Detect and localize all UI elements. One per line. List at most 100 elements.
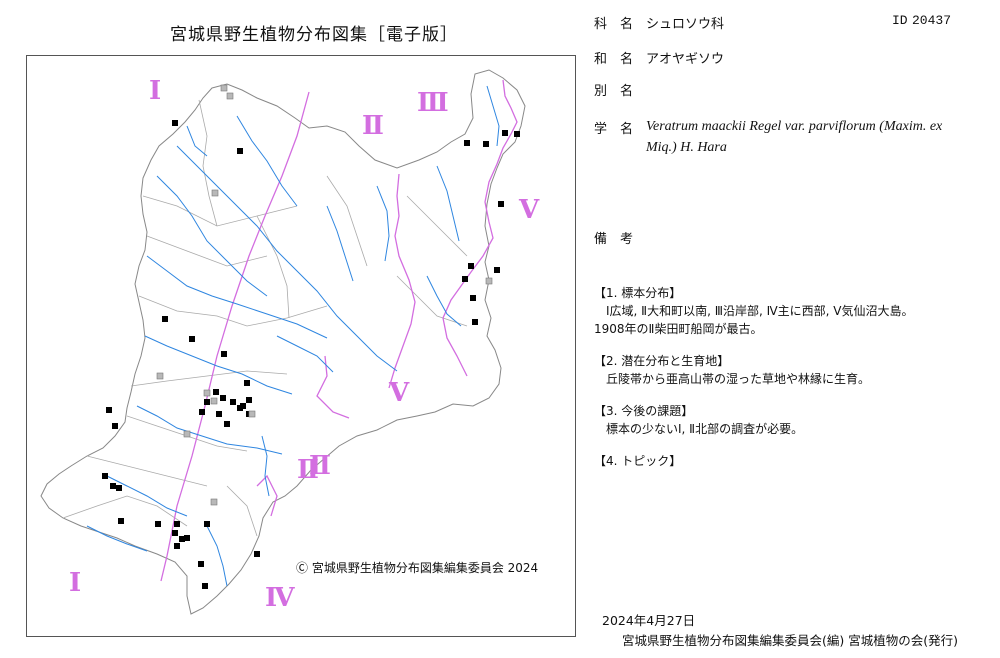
river	[136, 405, 283, 455]
copyright-text: Ⓒ 宮城県野生植物分布図集編集委員会 2024	[296, 561, 539, 575]
river	[206, 525, 228, 587]
remarks-label: 備 考	[594, 232, 634, 247]
prefecture-outline	[40, 69, 526, 615]
specimen-marker	[184, 535, 190, 541]
specimen-marker	[237, 405, 243, 411]
region-label: Ⅴ	[518, 195, 540, 225]
family-value: シュロソウ科	[646, 17, 725, 32]
alias-label: 別 名	[594, 84, 634, 99]
japanese-name-value: アオヤギソウ	[646, 52, 725, 67]
specimen-marker	[172, 530, 178, 536]
gray-marker	[210, 498, 218, 506]
specimen-marker	[237, 148, 243, 154]
specimen-marker	[221, 351, 227, 357]
note-line: 【1. 標本分布】	[594, 286, 682, 300]
specimen-marker	[106, 407, 112, 413]
distribution-map: Ⅰ Ⅱ Ⅲ Ⅱ Ⅴ Ⅴ Ⅱ Ⅰ Ⅳ	[26, 55, 576, 637]
river	[436, 165, 460, 242]
specimen-marker	[202, 583, 208, 589]
river	[486, 85, 500, 147]
note-line: Ⅰ広域, Ⅱ大和町以南, Ⅲ沿岸部, Ⅳ主に西部, Ⅴ気仙沼大島。	[594, 304, 914, 318]
region-label: Ⅱ	[362, 111, 384, 141]
region-label: Ⅱ	[309, 451, 331, 481]
river	[186, 125, 208, 157]
specimen-marker	[172, 120, 178, 126]
specimen-marker	[102, 473, 108, 479]
specimen-marker	[468, 263, 474, 269]
river	[326, 205, 354, 282]
specimen-marker	[204, 521, 210, 527]
specimen-marker	[472, 319, 478, 325]
river	[106, 475, 188, 517]
specimen-marker	[502, 130, 508, 136]
map-svg: Ⅰ Ⅱ Ⅲ Ⅱ Ⅴ Ⅴ Ⅱ Ⅰ Ⅳ	[40, 69, 540, 615]
river	[176, 145, 398, 372]
specimen-marker	[189, 336, 195, 342]
note-line: 【3. 今後の課題】	[594, 404, 694, 418]
river	[146, 255, 328, 339]
specimen-marker	[494, 267, 500, 273]
specimen-marker	[155, 521, 161, 527]
specimen-marker	[116, 485, 122, 491]
footer-publisher: 宮城県野生植物分布図集編集委員会(編) 宮城植物の会(発行)	[622, 633, 958, 648]
specimen-marker	[198, 561, 204, 567]
specimen-marker	[174, 543, 180, 549]
gray-marker	[248, 410, 256, 418]
region-label: Ⅰ	[149, 76, 161, 106]
river	[261, 435, 270, 497]
note-gap	[594, 438, 914, 452]
gray-marker	[485, 277, 493, 285]
gray-marker	[220, 84, 228, 92]
specimen-marker	[179, 536, 185, 542]
region-label: Ⅰ	[69, 568, 81, 598]
gray-marker	[210, 397, 218, 405]
specimen-marker	[514, 131, 520, 137]
gray-marker	[156, 372, 164, 380]
note-line: 【2. 潜在分布と生育地】	[594, 354, 730, 368]
id-value: 20437	[912, 13, 952, 28]
note-line: 1908年のⅡ柴田町船岡が最古。	[594, 322, 763, 336]
id-label: ID	[892, 13, 908, 28]
specimen-marker	[112, 423, 118, 429]
gray-marker	[183, 430, 191, 438]
municipal-boundaries	[62, 99, 468, 537]
river	[276, 335, 334, 373]
river	[156, 175, 268, 297]
specimen-marker	[246, 397, 252, 403]
gray-marker	[226, 92, 234, 100]
specimen-marker	[162, 316, 168, 322]
region-label: Ⅱ	[297, 455, 319, 485]
region-label: Ⅲ	[417, 88, 449, 118]
gray-marker	[211, 189, 219, 197]
note-line: 標本の少ないⅠ, Ⅱ北部の調査が必要。	[594, 422, 804, 436]
page-title: 宮城県野生植物分布図集［電子版］	[170, 25, 458, 45]
note-line: 丘陵帯から亜高山帯の湿った草地や林縁に生育。	[594, 372, 871, 386]
scientific-name-value: Veratrum maackii Regel var. parviflorum …	[646, 116, 966, 158]
specimen-marker	[483, 141, 489, 147]
specimen-marker	[174, 521, 180, 527]
footer-date: 2024年4月27日	[602, 613, 696, 628]
note-gap	[594, 388, 914, 402]
specimen-marker	[204, 399, 210, 405]
region-boundaries	[160, 79, 518, 582]
scientific-name-text: Veratrum maackii Regel var. parviflorum …	[646, 119, 943, 155]
specimen-marker	[220, 395, 226, 401]
specimen-marker	[213, 389, 219, 395]
note-line: 【4. トピック】	[594, 454, 682, 468]
specimen-marker	[464, 140, 470, 146]
family-label: 科 名	[594, 17, 634, 32]
specimen-marker	[254, 551, 260, 557]
river	[376, 185, 390, 262]
specimen-marker	[230, 399, 236, 405]
region-label: Ⅳ	[265, 583, 295, 613]
specimen-marker	[224, 421, 230, 427]
river	[86, 525, 148, 552]
region-label: Ⅴ	[388, 378, 410, 408]
specimen-marker	[462, 276, 468, 282]
specimen-marker	[199, 409, 205, 415]
specimen-marker	[470, 295, 476, 301]
note-gap	[594, 338, 914, 352]
scientific-name-label: 学 名	[594, 122, 634, 137]
notes-section: 【1. 標本分布】 Ⅰ広域, Ⅱ大和町以南, Ⅲ沿岸部, Ⅳ主に西部, Ⅴ気仙沼…	[594, 284, 914, 470]
river	[426, 275, 462, 327]
